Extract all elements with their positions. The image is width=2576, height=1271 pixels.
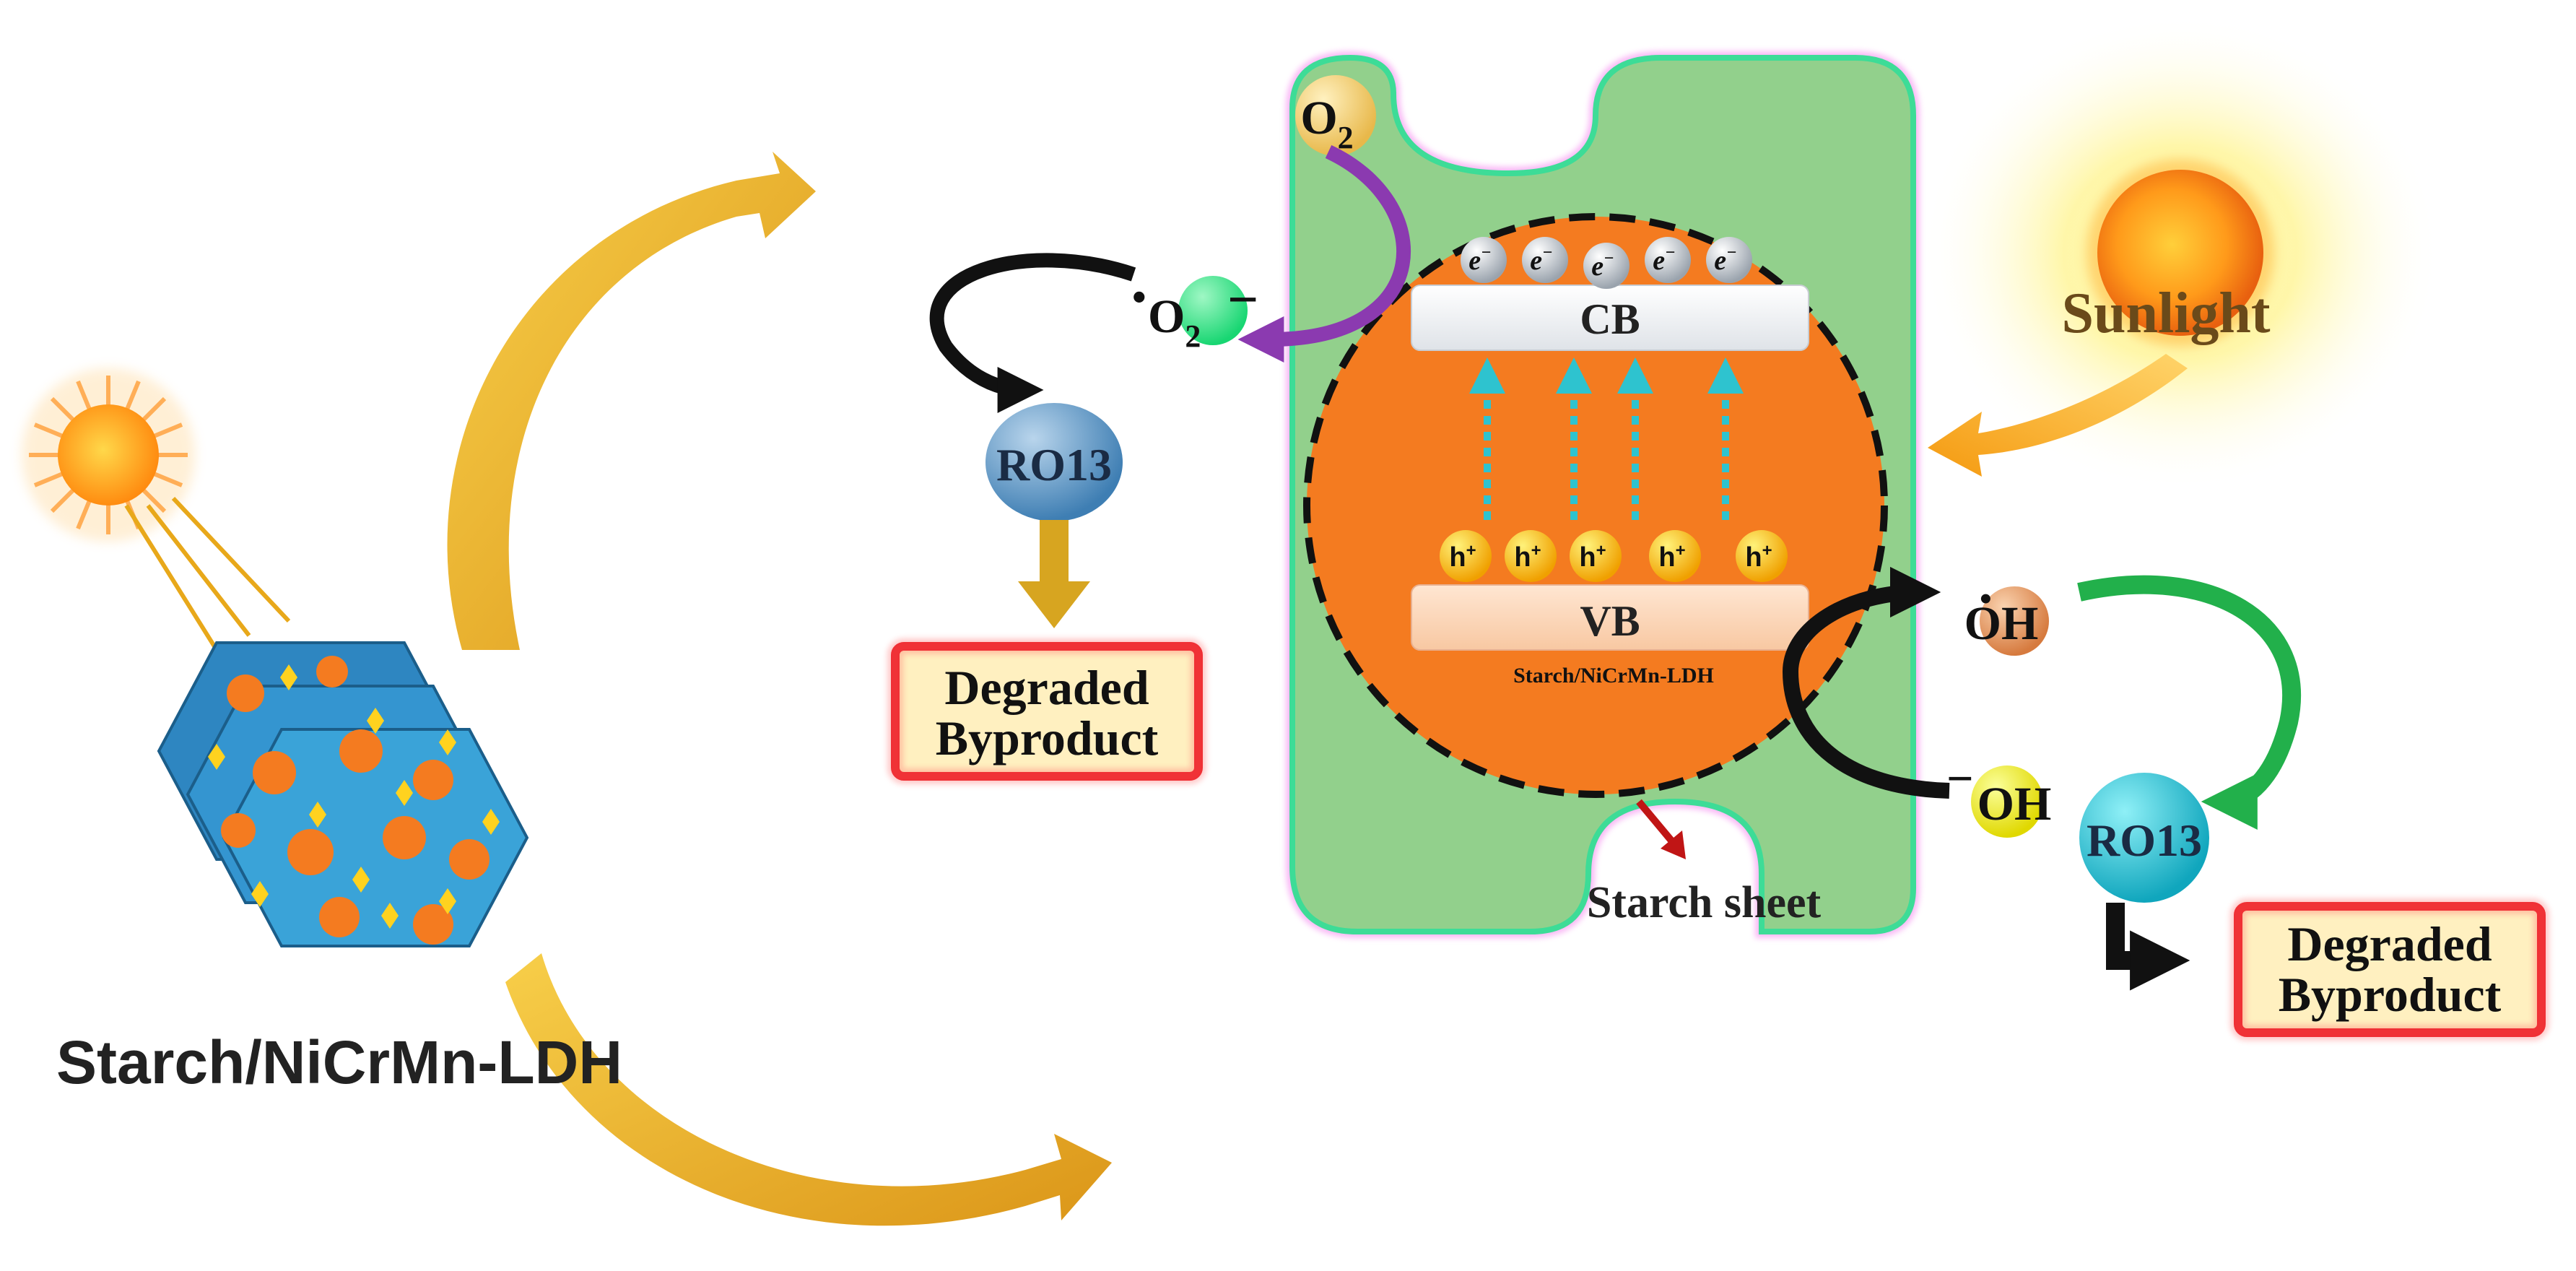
sunlight-label: Sunlight — [2061, 282, 2270, 345]
hole: h+ — [1736, 530, 1788, 582]
material-label: Starch/NiCrMn-LDH — [56, 1028, 622, 1096]
svg-text:e−: e− — [1468, 243, 1491, 276]
svg-text:h+: h+ — [1514, 541, 1541, 573]
svg-text:−: − — [1227, 269, 1258, 330]
hole: h+ — [1440, 530, 1492, 582]
hole: h+ — [1649, 530, 1701, 582]
o2-molecule: O2 — [1295, 75, 1376, 156]
electron: e− — [1583, 243, 1629, 289]
svg-text:O2: O2 — [1148, 290, 1201, 354]
svg-text:−: − — [1946, 752, 1974, 805]
hydroxide-ion: − OH — [1946, 752, 2051, 838]
black-oxidation-arrow — [1782, 566, 1950, 799]
ro13-pollutant-left: RO13 — [985, 403, 1123, 521]
hole: h+ — [1505, 530, 1557, 582]
superoxide-radical: • O2 − — [1132, 269, 1258, 354]
vb-label: VB — [1580, 597, 1640, 645]
excitation-arrows — [1469, 357, 1744, 520]
ro13-pollutant-right: RO13 — [2079, 773, 2209, 903]
black-arrow-to-ro13-left — [929, 253, 1136, 413]
svg-text:Degraded: Degraded — [2287, 916, 2492, 971]
small-sun-icon — [22, 368, 195, 542]
svg-text:e−: e− — [1714, 243, 1736, 276]
gold-cycle-arrow-bottom — [505, 953, 1112, 1226]
starch-sheet-label: Starch sheet — [1587, 878, 1822, 927]
svg-text:h+: h+ — [1579, 541, 1606, 573]
electron: e− — [1645, 237, 1691, 283]
light-rays — [124, 496, 291, 651]
cb-label: CB — [1580, 295, 1640, 343]
particle-label: Starch/NiCrMn-LDH — [1513, 664, 1714, 687]
hole: h+ — [1570, 530, 1622, 582]
svg-text:h+: h+ — [1745, 541, 1772, 573]
valence-band — [1411, 584, 1809, 651]
svg-text:e−: e− — [1653, 243, 1675, 276]
starch-sheet-pointer-arrow — [1636, 799, 1686, 859]
svg-text:Byproduct: Byproduct — [2279, 967, 2502, 1022]
svg-text:OH: OH — [1964, 597, 2039, 650]
electron: e− — [1461, 237, 1507, 283]
svg-text:Byproduct: Byproduct — [936, 711, 1159, 765]
hydroxyl-radical: • OH — [1964, 580, 2049, 656]
svg-text:Degraded: Degraded — [944, 660, 1149, 715]
svg-text:e−: e− — [1591, 249, 1614, 282]
svg-text:e−: e− — [1530, 243, 1552, 276]
degradation-arrow-left — [1018, 520, 1090, 628]
svg-text:h+: h+ — [1658, 541, 1685, 573]
ldh-hexagon-stack — [157, 641, 529, 947]
svg-text:O2: O2 — [1300, 92, 1353, 155]
svg-text:•: • — [1980, 580, 1992, 618]
electron-row: e− e− e− e− e− — [1461, 237, 1752, 289]
sunlight-arrow — [1928, 354, 2188, 477]
svg-text:OH: OH — [1977, 778, 2052, 830]
svg-text:•: • — [1132, 275, 1146, 320]
green-arrow-to-ro13-right — [2077, 575, 2302, 830]
svg-text:RO13: RO13 — [2087, 815, 2202, 866]
black-arrow-to-product-right — [2106, 903, 2190, 991]
svg-text:h+: h+ — [1449, 541, 1476, 573]
svg-text:RO13: RO13 — [996, 439, 1112, 490]
degraded-byproduct-box-right: Degraded Byproduct — [2230, 898, 2549, 1041]
electron: e− — [1522, 237, 1568, 283]
hole-row: h+ h+ h+ h+ h+ — [1440, 530, 1788, 582]
degraded-byproduct-box-left: Degraded Byproduct — [887, 638, 1206, 784]
sun-icon — [1920, 14, 2440, 491]
electron: e− — [1706, 237, 1752, 283]
gold-cycle-arrow-top — [447, 152, 816, 650]
purple-reduction-arrow — [1237, 144, 1411, 363]
